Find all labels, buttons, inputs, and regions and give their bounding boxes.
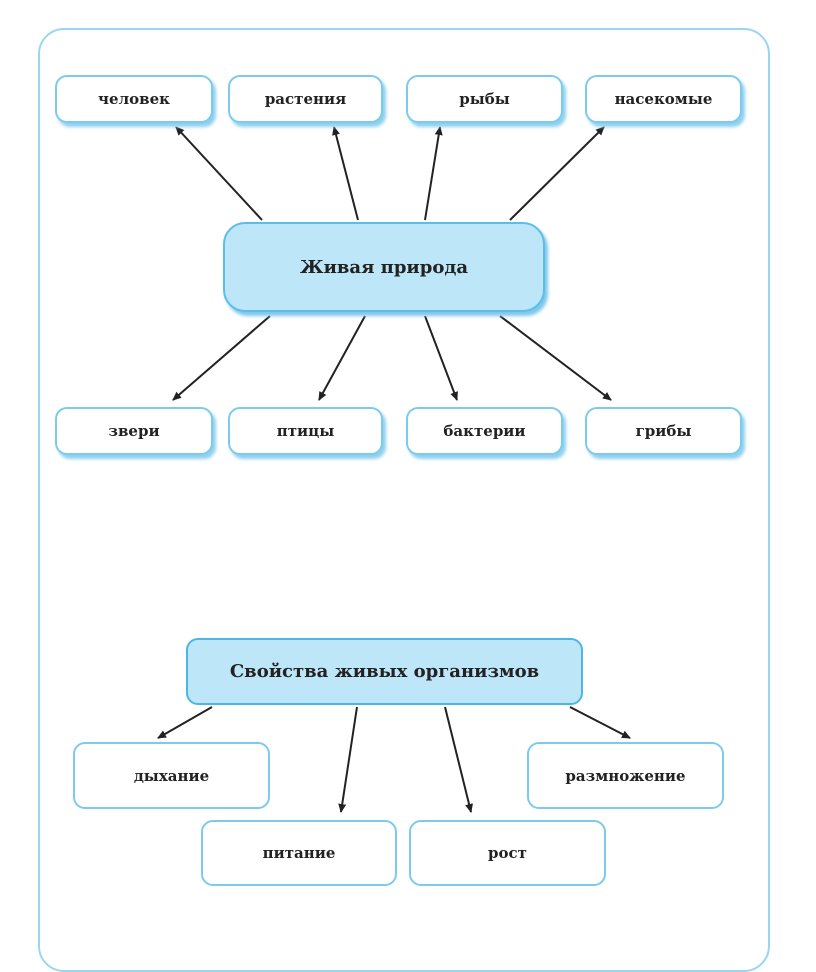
node-ryby: рыбы (406, 75, 563, 123)
node-rost: рост (409, 820, 606, 886)
node-bakterii: бактерии (406, 407, 563, 455)
node-rasteniya: растения (228, 75, 383, 123)
arrows-layer (157, 126, 631, 813)
arrow (318, 315, 366, 401)
node-pitanie: питание (201, 820, 397, 886)
node-dykhanie: дыхание (73, 742, 270, 809)
arrow (424, 315, 458, 401)
arrow (338, 706, 358, 813)
arrow (509, 126, 605, 221)
node-svoystva: Свойства живых организмов (186, 638, 583, 705)
arrow (172, 315, 271, 401)
arrow (175, 126, 263, 221)
arrow (444, 706, 473, 813)
node-zhivaya-priroda: Живая природа (223, 222, 545, 312)
arrow (157, 706, 213, 739)
node-griby: грибы (585, 407, 742, 455)
arrow (499, 315, 612, 401)
node-chelovek: человек (55, 75, 213, 123)
node-razmnozhenie: размножение (527, 742, 724, 809)
node-ptitsy: птицы (228, 407, 383, 455)
arrow (569, 706, 631, 739)
node-nasekomye: насекомые (585, 75, 742, 123)
node-zveri: звери (55, 407, 213, 455)
arrow (332, 126, 359, 221)
arrow (424, 126, 443, 221)
